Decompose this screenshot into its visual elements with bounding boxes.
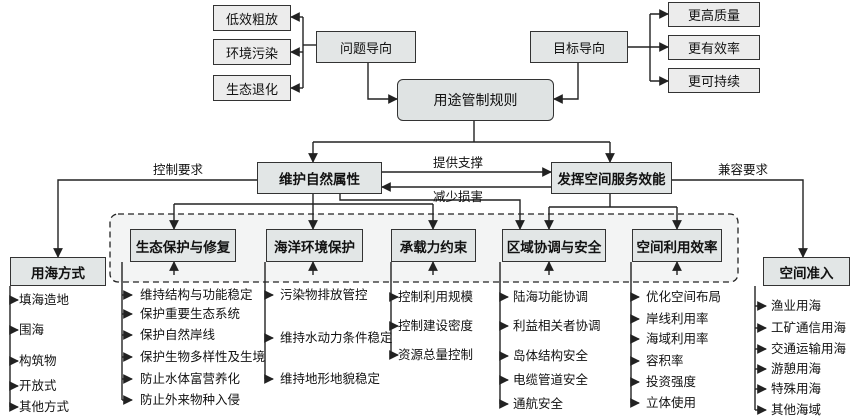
eco-item: 防止水体富营养化 xyxy=(140,371,241,386)
problem-oriented-box: 问题导向 xyxy=(316,31,416,63)
goal-item-2: 更有效率 xyxy=(668,35,760,60)
access-item: 其他海域 xyxy=(771,402,822,417)
eco-item: 保护生物多样性及生境 xyxy=(140,349,266,364)
sea-use-mode-box: 用海方式 xyxy=(10,257,106,286)
regional-item: 岛体结构安全 xyxy=(513,348,589,363)
eco-item: 保护重要生态系统 xyxy=(140,306,241,321)
sea-use-item: 构筑物 xyxy=(19,353,57,368)
capacity-item: 控制利用规模 xyxy=(398,289,474,304)
category-regional-coordination: 区域协调与安全 xyxy=(502,229,606,262)
capacity-item: 资源总量控制 xyxy=(398,347,474,362)
maintain-natural-attributes-box: 维护自然属性 xyxy=(257,162,382,194)
goal-item-3: 更可持续 xyxy=(668,68,760,93)
category-spatial-efficiency: 空间利用效率 xyxy=(632,229,722,262)
access-item: 特殊用海 xyxy=(771,381,822,396)
efficiency-item: 投资强度 xyxy=(646,374,697,389)
problem-item-1: 低效粗放 xyxy=(213,5,291,31)
sea-use-item: 其他方式 xyxy=(19,399,70,414)
goal-item-1: 更高质量 xyxy=(668,2,760,27)
efficiency-item: 容积率 xyxy=(646,353,684,368)
sea-use-item: 开放式 xyxy=(19,378,57,393)
eco-item: 维持结构与功能稳定 xyxy=(140,287,253,302)
category-eco-protection: 生态保护与修复 xyxy=(130,229,236,262)
category-carrying-capacity: 承载力约束 xyxy=(391,229,476,262)
sea-use-item: 围海 xyxy=(19,322,45,337)
marine-env-item: 维持地形地貌稳定 xyxy=(280,371,381,386)
marine-env-item: 污染物排放管控 xyxy=(280,287,368,302)
access-item: 工矿通信用海 xyxy=(771,320,847,335)
provide-support-label: 提供支撑 xyxy=(433,155,484,170)
regional-item: 利益相关者协调 xyxy=(513,318,601,333)
efficiency-item: 优化空间布局 xyxy=(646,289,722,304)
eco-item: 保护自然岸线 xyxy=(140,327,216,342)
marine-env-item: 维持水动力条件稳定 xyxy=(280,330,393,345)
sea-use-item: 填海造地 xyxy=(19,292,70,307)
reduce-damage-label: 减少损害 xyxy=(433,189,484,204)
usage-control-rules-box: 用途管制规则 xyxy=(397,79,554,121)
regional-item: 电缆管道安全 xyxy=(513,372,589,387)
access-item: 游憩用海 xyxy=(771,361,822,376)
efficiency-item: 立体使用 xyxy=(646,395,697,410)
eco-item: 防止外来物种入侵 xyxy=(140,392,241,407)
goal-oriented-box: 目标导向 xyxy=(530,31,628,63)
access-item: 交通运输用海 xyxy=(771,341,847,356)
spatial-service-efficiency-box: 发挥空间服务效能 xyxy=(551,162,672,194)
capacity-item: 控制建设密度 xyxy=(398,318,474,333)
problem-item-2: 环境污染 xyxy=(213,39,291,65)
efficiency-item: 海域利用率 xyxy=(646,331,709,346)
regional-item: 通航安全 xyxy=(513,396,564,411)
problem-item-3: 生态退化 xyxy=(213,75,291,101)
efficiency-item: 岸线利用率 xyxy=(646,311,709,326)
control-requirements-label: 控制要求 xyxy=(153,162,204,177)
access-item: 渔业用海 xyxy=(771,298,822,313)
compatibility-requirements-label: 兼容要求 xyxy=(718,162,769,177)
spatial-access-box: 空间准入 xyxy=(763,257,850,286)
regional-item: 陆海功能协调 xyxy=(513,289,589,304)
category-marine-environment: 海洋环境保护 xyxy=(266,229,363,262)
